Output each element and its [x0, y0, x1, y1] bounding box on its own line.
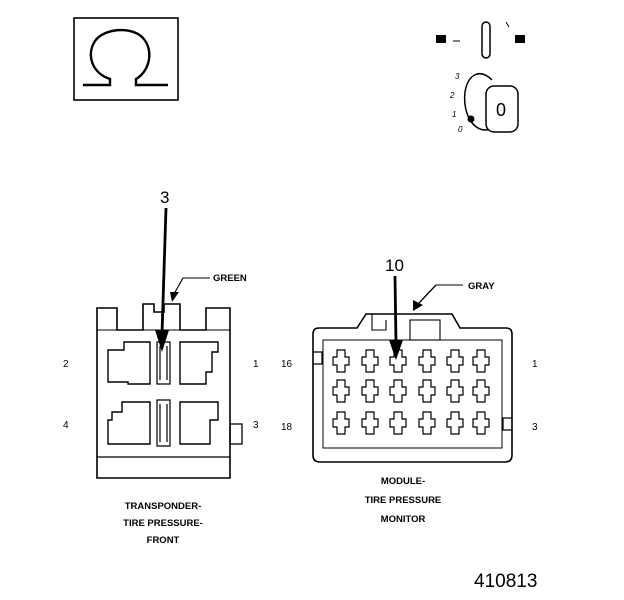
terminal-cavity: [418, 411, 436, 435]
ignition-position-2: 2: [449, 91, 455, 100]
terminal-cavity: [472, 411, 490, 435]
module-name-line-2: TIRE PRESSURE: [365, 495, 442, 506]
transponder-terminal-bottom-right: [179, 401, 219, 445]
transponder-name-line-2: TIRE PRESSURE-: [123, 518, 203, 529]
terminal-cavity: [389, 379, 407, 403]
module-pin-label-1: 1: [532, 359, 538, 370]
terminal-cavity: [418, 349, 436, 373]
terminal-cavity: [389, 411, 407, 435]
module-connector: 10 GRAY 16 1 18 3 MODULE- TIRE PRESSURE …: [281, 256, 538, 525]
terminal-cavity: [418, 379, 436, 403]
terminal-cavity: [446, 411, 464, 435]
transponder-name-line-1: TRANSPONDER-: [125, 501, 202, 512]
transponder-name-line-3: FRONT: [147, 535, 180, 546]
module-wire-color: GRAY: [468, 281, 495, 292]
terminal-cavity: [389, 349, 407, 373]
transponder-terminal-bottom-left: [107, 401, 151, 445]
callout-arrow-icon: [155, 330, 169, 352]
ignition-position-3: 3: [455, 72, 460, 81]
transponder-pin-label-4: 4: [63, 420, 69, 431]
terminal-cavity: [472, 349, 490, 373]
module-name-line-3: MONITOR: [381, 514, 426, 525]
transponder-connector: 3 GREEN 2 1 4 3 TRANSPONDER- TIRE PRESSU…: [63, 188, 259, 546]
terminal-cavity: [472, 379, 490, 403]
transponder-pin-label-2: 2: [63, 359, 69, 370]
module-pin-label-18: 18: [281, 422, 293, 433]
module-pin-label-16: 16: [281, 359, 293, 370]
transponder-pin-label-3: 3: [253, 420, 259, 431]
figure-number: 410813: [474, 571, 537, 592]
module-terminal-cavities: [332, 349, 490, 435]
key-position-label: 0: [496, 100, 506, 120]
transponder-pin-label-1: 1: [253, 359, 259, 370]
module-callout-number: 10: [385, 256, 404, 275]
terminal-cavity: [332, 411, 350, 435]
terminal-cavity: [332, 349, 350, 373]
ignition-position-0: 0: [458, 125, 463, 134]
terminal-cavity: [361, 349, 379, 373]
transponder-terminal-top-left: [107, 341, 151, 385]
omega-icon: [83, 28, 168, 87]
transponder-terminal-top-right: [179, 341, 219, 385]
ignition-switch-icon: 3 2 1 0 0: [436, 21, 525, 134]
module-pin-label-3: 3: [532, 422, 538, 433]
terminal-cavity: [446, 349, 464, 373]
terminal-cavity: [361, 379, 379, 403]
module-housing: [312, 313, 513, 463]
ohmmeter-symbol-box: [73, 17, 179, 101]
module-name-line-1: MODULE-: [381, 476, 425, 487]
ignition-position-1: 1: [452, 110, 456, 119]
terminal-cavity: [332, 379, 350, 403]
terminal-cavity: [446, 379, 464, 403]
transponder-wire-color: GREEN: [213, 273, 247, 284]
terminal-cavity: [361, 411, 379, 435]
transponder-callout-number: 3: [160, 188, 169, 207]
